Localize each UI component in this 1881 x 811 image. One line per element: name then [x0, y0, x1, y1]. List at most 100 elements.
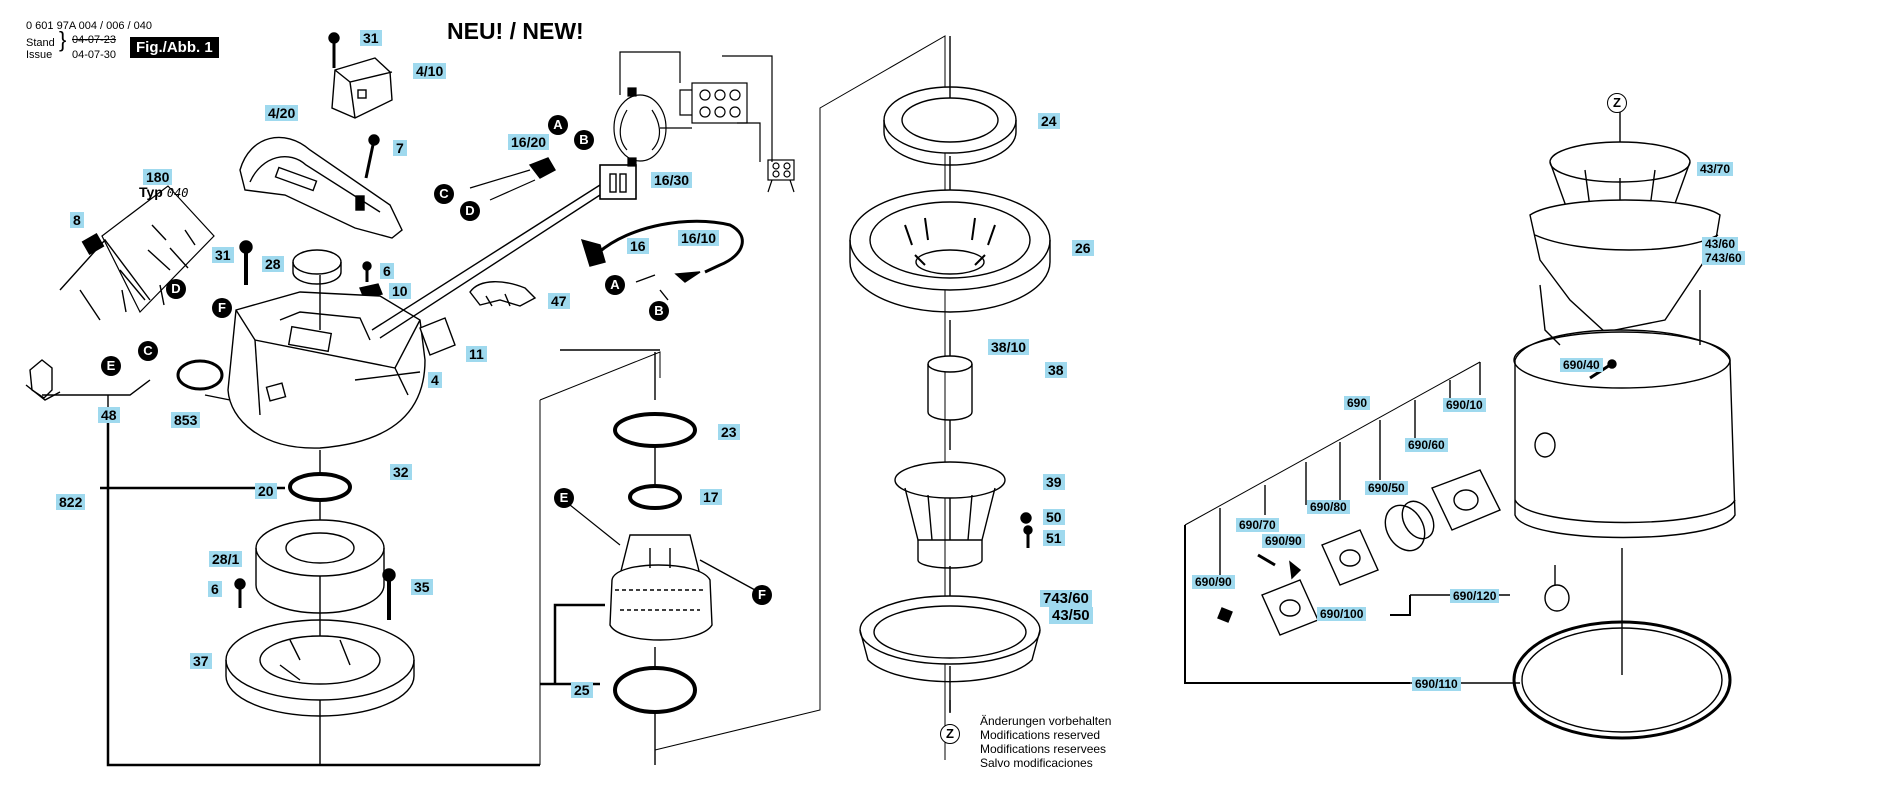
- part-label[interactable]: 6: [380, 263, 394, 279]
- part-label[interactable]: 690/10: [1443, 398, 1486, 412]
- filter-cartridge-part-38: [927, 355, 973, 421]
- part-label[interactable]: 37: [190, 653, 212, 669]
- part-label[interactable]: 31: [360, 30, 382, 46]
- part-label[interactable]: 25: [571, 682, 593, 698]
- part-label[interactable]: 16/30: [651, 172, 693, 188]
- part-label[interactable]: 28/1: [209, 551, 243, 567]
- connector-marker: F: [752, 585, 772, 605]
- bowl-part-743-60: [859, 595, 1041, 683]
- part-label[interactable]: 690/80: [1307, 500, 1350, 514]
- stand-label: Stand: [26, 37, 55, 49]
- plate-part-690-60: [1431, 469, 1501, 531]
- part-label[interactable]: 35: [411, 579, 433, 595]
- note-line: Salvo modificaciones: [980, 756, 1093, 770]
- filter-cage-part-39: [894, 461, 1006, 569]
- change-notes: Änderungen vorbehalten Modifications res…: [980, 714, 1111, 770]
- seal-part-690-50: [1384, 500, 1435, 552]
- detail-marker-z: Z: [1607, 93, 1627, 113]
- part-label[interactable]: 24: [1038, 113, 1060, 129]
- connector-marker: E: [101, 356, 121, 376]
- part-label[interactable]: 690/90: [1262, 534, 1305, 548]
- part-label[interactable]: 47: [548, 293, 570, 309]
- cover-part-4-10: [328, 32, 393, 119]
- part-label[interactable]: 16/10: [678, 230, 720, 246]
- part-label[interactable]: 690: [1344, 396, 1371, 410]
- part-label[interactable]: 48: [98, 407, 120, 423]
- connector-marker: E: [554, 488, 574, 508]
- part-label[interactable]: 4/10: [413, 63, 447, 79]
- connector-marker: B: [574, 130, 594, 150]
- part-label[interactable]: 20: [255, 483, 277, 499]
- note-line: Änderungen vorbehalten: [980, 714, 1112, 728]
- part-label[interactable]: 51: [1043, 530, 1065, 546]
- part-label[interactable]: 690/40: [1560, 358, 1603, 372]
- part-label[interactable]: 11: [466, 346, 487, 362]
- part-label[interactable]: 690/110: [1412, 677, 1461, 691]
- page-title: NEU! / NEW!: [447, 18, 584, 44]
- part-label[interactable]: 31: [212, 247, 234, 263]
- connector-marker: F: [212, 298, 232, 318]
- impeller-housing-part-26: [849, 189, 1051, 313]
- part-label[interactable]: 38/10: [988, 339, 1030, 355]
- note-line: Modifications reserved: [980, 728, 1101, 742]
- part-label[interactable]: 43/70: [1697, 162, 1734, 176]
- filter-ring-part-24: [883, 86, 1017, 166]
- filter-cone-part-43-60: [1529, 199, 1721, 333]
- part-label[interactable]: 8: [70, 212, 84, 228]
- motor-housing-part-4: [227, 291, 426, 449]
- document-number: 0 601 97A 004 / 006 / 040: [26, 20, 153, 32]
- connector-marker: C: [138, 341, 158, 361]
- part-label[interactable]: 10: [389, 283, 411, 299]
- part-label[interactable]: 50: [1043, 509, 1065, 525]
- part-label[interactable]: 43/60: [1702, 237, 1739, 251]
- part-label[interactable]: 853: [171, 412, 201, 428]
- connector-marker: A: [605, 275, 625, 295]
- part-label[interactable]: 822: [56, 494, 86, 510]
- motor-unit: [569, 504, 756, 641]
- part-label[interactable]: 17: [700, 489, 722, 505]
- part-label[interactable]: 4/20: [265, 105, 299, 121]
- filter-plate-part-28-1: [255, 519, 385, 614]
- part-label[interactable]: 743/60: [1040, 590, 1092, 607]
- note-line: Modifications reservees: [980, 742, 1107, 756]
- type-value: 040: [166, 186, 189, 200]
- part-label[interactable]: 23: [718, 424, 740, 440]
- part-label[interactable]: 180: [143, 169, 173, 185]
- brace-icon: }: [59, 27, 67, 52]
- connector-marker: A: [548, 115, 568, 135]
- part-label[interactable]: 690/100: [1317, 607, 1367, 621]
- part-label[interactable]: 690/50: [1365, 481, 1408, 495]
- part-label[interactable]: 32: [390, 464, 412, 480]
- part-label[interactable]: 38: [1045, 362, 1067, 378]
- plate-part-690-80: [1321, 529, 1379, 586]
- part-label[interactable]: 26: [1072, 240, 1094, 256]
- connector-marker: C: [434, 184, 454, 204]
- plate-part-690-100: [1261, 579, 1319, 636]
- issue-label: Issue: [26, 49, 53, 61]
- wiring-schematic: [613, 51, 795, 193]
- part-label[interactable]: 16: [627, 238, 649, 254]
- part-label[interactable]: 43/50: [1049, 607, 1093, 624]
- part-label[interactable]: 16/20: [508, 134, 550, 150]
- part-label[interactable]: 690/120: [1450, 589, 1500, 603]
- connector-marker: B: [649, 301, 669, 321]
- stand-date: 04-07-23: [72, 34, 117, 46]
- part-label[interactable]: 7: [393, 140, 407, 156]
- connector-marker: D: [460, 201, 480, 221]
- part-label[interactable]: 690/90: [1192, 575, 1235, 589]
- handle-part-4-20: [239, 136, 403, 239]
- part-label[interactable]: 39: [1043, 474, 1065, 490]
- container-part-690-10: [1513, 284, 1736, 539]
- part-label[interactable]: 690/60: [1405, 438, 1448, 452]
- part-label[interactable]: 4: [428, 372, 442, 388]
- connector-marker: D: [166, 279, 186, 299]
- plug-part-48: [25, 359, 61, 401]
- part-label[interactable]: 690/70: [1236, 518, 1279, 532]
- part-label[interactable]: 28: [262, 256, 284, 272]
- part-label[interactable]: 743/60: [1702, 251, 1745, 265]
- part-label[interactable]: 6: [208, 581, 222, 597]
- issue-date: 04-07-30: [72, 49, 117, 61]
